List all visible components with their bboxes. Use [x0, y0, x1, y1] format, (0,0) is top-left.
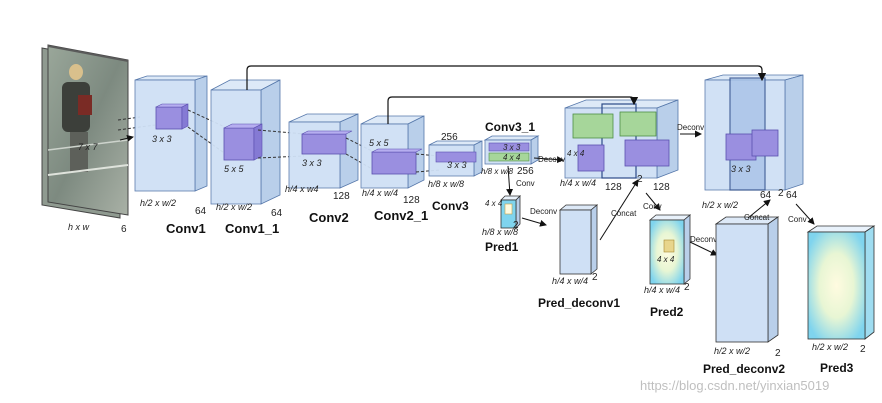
deconv2-to-concat2-op-label: Concat: [744, 213, 770, 222]
pred-deconv2-dims-label: h/2 x w/2: [714, 346, 750, 356]
conv1-title: Conv1: [166, 221, 206, 236]
pred-deconv1-title: Pred_deconv1: [538, 296, 620, 310]
conv3-channels-label: 256: [441, 132, 458, 143]
conv2-1-channels-label: 128: [403, 195, 420, 206]
input-dims-label: h x w: [68, 222, 90, 232]
pred1-dims-label: h/8 x w/8: [482, 227, 518, 237]
pred2-block: 4 x 4 h/4 x w/4 2 Pred2: [644, 214, 692, 319]
conv3-1-dims-label: h/8 x w/8: [481, 167, 514, 176]
concat1-kernel-label: 4 x 4: [567, 149, 585, 158]
concat2-channels-a-label: 64: [760, 190, 772, 201]
conv3-1-to-pred1-op-label: Conv: [516, 179, 535, 188]
pred1-channels-label: 2: [513, 220, 519, 231]
conv1-dims-label: h/2 x w/2: [140, 198, 176, 208]
pred2-to-deconv2-op-label: Deconv: [690, 235, 717, 244]
concat1-to-pred2-op-label: Conv: [643, 202, 662, 211]
input-kernel-label: 7 x 7: [78, 142, 99, 152]
conv3-title: Conv3: [432, 199, 469, 213]
conv3-1-kernel-a-label: 3 x 3: [503, 143, 521, 152]
conv3-1-block: Conv3_1 3 x 3 4 x 4 h/8 x w/8 256: [481, 120, 540, 177]
conv2-dims-label: h/4 x w4: [285, 184, 319, 194]
conv3-block: 256 3 x 3 h/8 x w/8 Conv3: [428, 132, 483, 213]
conv2-1-title: Conv2_1: [374, 208, 428, 223]
conv2-kernel-label: 3 x 3: [302, 158, 322, 168]
conv3-dims-label: h/8 x w/8: [428, 179, 464, 189]
concat1-block: 4 x 4 h/4 x w/4 128 2 128: [560, 99, 679, 193]
input-image-stack: 7 x 7 h x w 6: [41, 44, 129, 235]
pred1-kernel-label: 4 x 4: [485, 199, 503, 208]
pred2-dims-label: h/4 x w/4: [644, 285, 680, 295]
conv3-1-channels-label: 256: [517, 166, 534, 177]
conv3-kernel-label: 3 x 3: [447, 160, 467, 170]
pred3-dims-label: h/2 x w/2: [812, 342, 848, 352]
conv3-1-title: Conv3_1: [485, 120, 535, 134]
concat2-block: 3 x 3 h/2 x w/2 64 2 64: [702, 74, 804, 210]
pred2-kernel-label: 4 x 4: [657, 255, 675, 264]
conv2-1-kernel-label: 5 x 5: [369, 138, 390, 148]
concat2-dims-label: h/2 x w/2: [702, 200, 738, 210]
pred3-block: h/2 x w/2 2 Pred3: [806, 225, 876, 375]
pred1-to-deconv1-op-label: Deconv: [530, 207, 557, 216]
concat2-channels-c-label: 64: [786, 190, 798, 201]
conv2-title: Conv2: [309, 210, 349, 225]
pred-deconv1-dims-label: h/4 x w/4: [552, 276, 588, 286]
pred-deconv1-block: h/4 x w/4 2 Pred_deconv1: [538, 204, 620, 310]
concat2-kernel-label: 3 x 3: [731, 164, 751, 174]
concat1-channels-c-label: 128: [653, 182, 670, 193]
conv1-channels-label: 64: [195, 206, 207, 217]
pred1-title: Pred1: [485, 240, 519, 254]
conv1-1-kernel-label: 5 x 5: [224, 164, 245, 174]
deconv1-to-concat1-op-label: Concat: [611, 209, 637, 218]
concat2-to-pred3-op-label: Conv: [788, 215, 807, 224]
conv1-block: 3 x 3 h/2 x w/2 64 Conv1: [134, 75, 208, 236]
conv3-1-kernel-b-label: 4 x 4: [503, 153, 521, 162]
skip-connection-conv1-1: [246, 65, 767, 90]
pred-deconv2-title: Pred_deconv2: [703, 362, 785, 376]
conv1-1-channels-label: 64: [271, 208, 283, 219]
concat1-to-concat2-op-label: Deconv: [677, 123, 704, 132]
conv1-kernel-label: 3 x 3: [152, 134, 172, 144]
concat1-channels-b-label: 2: [637, 174, 643, 185]
input-channels-label: 6: [121, 224, 127, 235]
conv1-1-block: 5 x 5 h/2 x w/2 64 Conv1_1: [210, 79, 283, 236]
conv2-channels-label: 128: [333, 191, 350, 202]
conv2-1-dims-label: h/4 x w/4: [362, 188, 398, 198]
concat2-channels-b-label: 2: [778, 188, 784, 199]
pred-deconv1-channels-label: 2: [592, 272, 598, 283]
pred3-channels-label: 2: [860, 344, 866, 355]
pred2-title: Pred2: [650, 305, 684, 319]
watermark-text: https://blog.csdn.net/yinxian5019: [640, 378, 829, 393]
concat1-dims-label: h/4 x w/4: [560, 178, 596, 188]
conv1-1-title: Conv1_1: [225, 221, 279, 236]
conv2-1-block: 5 x 5 h/4 x w/4 128 Conv2_1: [360, 115, 428, 223]
conv1-1-dims-label: h/2 x w/2: [216, 202, 252, 212]
pred3-title: Pred3: [820, 361, 854, 375]
pred-deconv2-channels-label: 2: [775, 348, 781, 359]
concat1-channels-a-label: 128: [605, 182, 622, 193]
skip-connection-conv2-1: [387, 96, 639, 124]
pred-deconv2-block: h/2 x w/2 2 Pred_deconv2: [703, 216, 785, 376]
pred2-channels-label: 2: [684, 282, 690, 293]
conv3-1-to-concat1-op-label: Deconv: [538, 155, 565, 164]
pred1-block: 4 x 4 h/8 x w/8 2 Pred1: [482, 195, 521, 254]
conv2-block: 3 x 3 h/4 x w4 128 Conv2: [285, 113, 359, 225]
